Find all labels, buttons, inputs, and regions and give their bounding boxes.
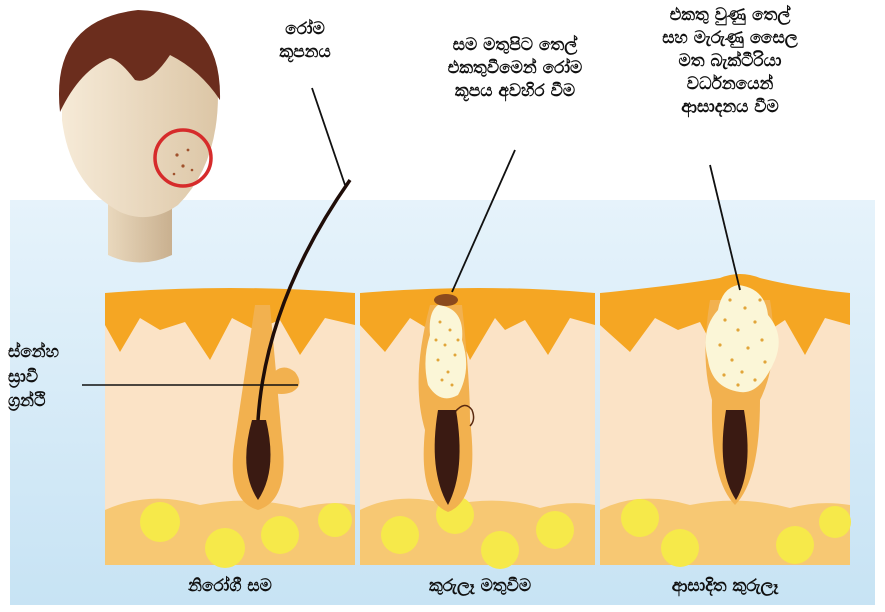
caption-healthy-skin: නිරෝගී සම xyxy=(125,576,335,596)
label-line: සහ මැරුණු සෛල xyxy=(630,27,830,50)
fat-cell xyxy=(381,516,419,554)
caption-infected-pimple: ආසාදිත කුරුලෑ xyxy=(620,576,830,596)
label-sebaceous-gland: ස්නේහ ස්‍රාවී ග්‍රන්ථි xyxy=(8,340,88,414)
fat-cell xyxy=(318,503,352,537)
acne-spot xyxy=(187,149,190,152)
label-line: කූපය අවහිර වීම xyxy=(400,80,630,103)
fat-cell xyxy=(481,531,519,569)
panel-pimple-forming xyxy=(360,288,595,569)
label-hair-follicle: රෝම කූපනය xyxy=(245,18,365,64)
fat-cell xyxy=(140,502,180,542)
fat-cell xyxy=(621,499,659,537)
label-line: සම මතුපිට තෙල් xyxy=(400,34,630,57)
fat-cell xyxy=(205,528,245,568)
fat-cell xyxy=(536,511,574,549)
fat-cell xyxy=(661,529,699,567)
acne-spot xyxy=(175,153,178,156)
fat-cell xyxy=(776,526,814,564)
label-line: රෝම xyxy=(245,18,365,41)
acne-spot xyxy=(173,173,176,176)
acne-spot xyxy=(191,169,194,172)
fat-cell xyxy=(819,506,851,538)
acne-spot xyxy=(181,164,184,167)
fat-cell xyxy=(261,516,299,554)
label-line: වර්ධනයෙන් xyxy=(630,73,830,96)
label-bacterial-infection: එකතු වුණු තෙල් සහ මැරුණු සෛල මත බැක්ටීරි… xyxy=(630,4,830,119)
label-line: ග්‍රන්ථි xyxy=(8,389,88,414)
label-line: කූපනය xyxy=(245,41,365,64)
label-line: මත බැක්ටීරියා xyxy=(630,50,830,73)
label-pore-clogging: සම මතුපිට තෙල් එකතුවීමෙන් රෝම කූපය අවහිර… xyxy=(400,34,630,103)
panel-infected-pimple xyxy=(600,274,851,567)
label-line: ආසාදනය වීම xyxy=(630,96,830,119)
pore-blockage xyxy=(434,294,458,306)
label-line: එකතු වුණු තෙල් xyxy=(630,4,830,27)
label-line: ස්නේහ xyxy=(8,340,88,365)
label-line: එකතුවීමෙන් රෝම xyxy=(400,57,630,80)
leader-line-hair-follicle xyxy=(312,88,345,185)
label-line: ස්‍රාවී xyxy=(8,365,88,390)
caption-pimple-forming: කුරුලෑ මතුවීම xyxy=(375,576,585,596)
